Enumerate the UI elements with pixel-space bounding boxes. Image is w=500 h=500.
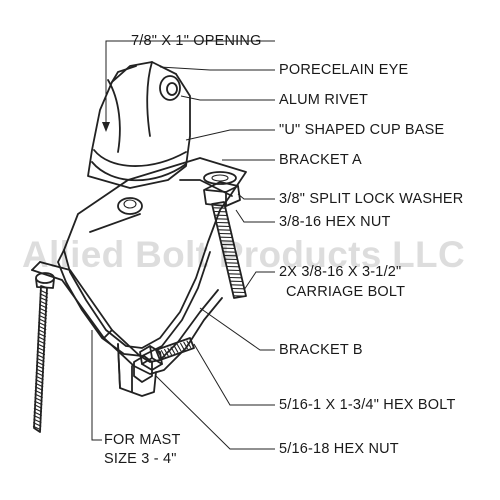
label-carriage-bolt-line1: 2X 3/8-16 X 3-1/2" xyxy=(279,264,402,280)
bracket-a xyxy=(57,157,247,357)
label-bracket-b: BRACKET B xyxy=(279,342,363,358)
label-mast-line1: FOR MAST xyxy=(104,432,181,448)
label-porcelain-eye: PORECELAIN EYE xyxy=(279,62,409,78)
label-hex-nut-516: 5/16-18 HEX NUT xyxy=(279,441,399,457)
label-opening: 7/8" X 1" OPENING xyxy=(131,33,262,49)
right-carriage-bolt xyxy=(203,171,247,299)
leader-lines xyxy=(91,40,275,450)
watermark: Allied Bolt Products LLC xyxy=(22,234,465,275)
label-hex-bolt: 5/16-1 X 1-3/4" HEX BOLT xyxy=(279,397,456,413)
hex-bolt-assembly xyxy=(133,337,195,383)
label-mast-line2: SIZE 3 - 4" xyxy=(104,451,177,467)
label-carriage-bolt-line2: CARRIAGE BOLT xyxy=(286,284,406,300)
label-hex-nut-38: 3/8-16 HEX NUT xyxy=(279,214,391,230)
label-alum-rivet: ALUM RIVET xyxy=(279,92,369,108)
label-cup-base: "U" SHAPED CUP BASE xyxy=(279,122,445,138)
left-carriage-bolt xyxy=(32,272,55,433)
label-lock-washer: 3/8" SPLIT LOCK WASHER xyxy=(279,191,464,207)
porcelain-eye-insulator xyxy=(87,61,191,189)
label-bracket-a: BRACKET A xyxy=(279,152,362,168)
